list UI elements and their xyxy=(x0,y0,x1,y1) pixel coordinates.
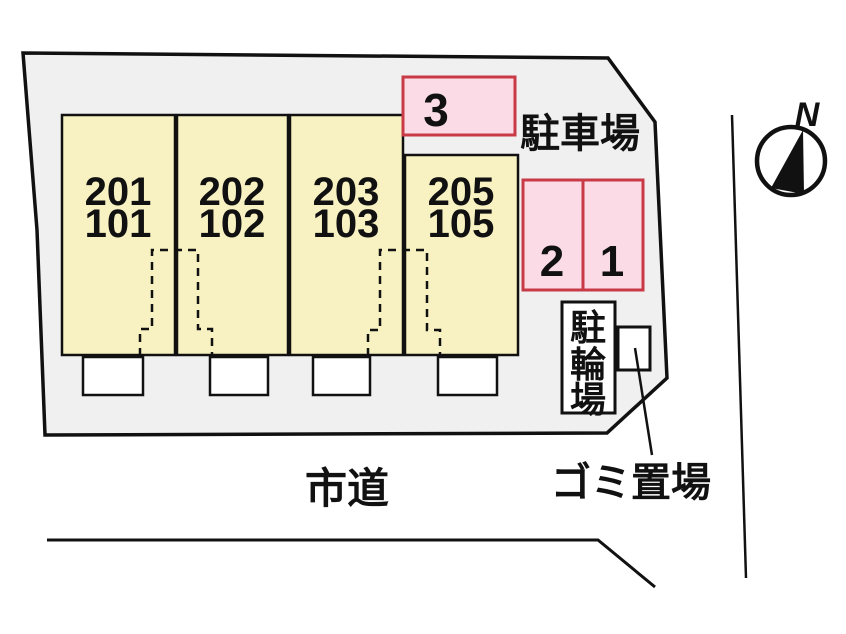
parking-space-3 xyxy=(401,75,517,137)
building-unit-203-103 xyxy=(288,113,405,357)
bicycle-parking-label-char-1: 駐 xyxy=(570,307,606,348)
garbage-area-label: ゴミ置場 xyxy=(551,460,711,505)
building-unit-1-lower-label: 101 xyxy=(85,202,152,246)
entrance-porch-1 xyxy=(81,355,145,397)
road-edge-line-right xyxy=(730,114,748,579)
north-label: N xyxy=(795,96,821,134)
building-unit-4-upper-label: 205 xyxy=(428,170,495,214)
building-unit-205-105 xyxy=(403,153,520,357)
bicycle-parking-box xyxy=(560,300,617,415)
entrance-porch-3 xyxy=(311,355,372,397)
entrance-porch-2 xyxy=(208,355,270,397)
bicycle-parking-label-char-2: 輪 xyxy=(570,344,606,385)
road-edge-line-bottom xyxy=(47,538,656,589)
parking-space-3-label: 3 xyxy=(423,84,449,136)
compass-needle xyxy=(771,130,804,194)
building-unit-202-102 xyxy=(175,113,290,357)
bicycle-parking-label-char-3: 場 xyxy=(570,379,606,420)
building-unit-1-upper-label: 201 xyxy=(85,170,152,214)
building-unit-4-lower-label: 105 xyxy=(428,202,495,246)
north-compass-icon: N xyxy=(754,96,828,198)
parking-space-2-label: 2 xyxy=(540,237,564,286)
building-unit-2-lower-label: 102 xyxy=(199,202,266,246)
stair-outline-dashed-2 xyxy=(366,248,442,356)
building-unit-3-upper-label: 203 xyxy=(313,170,380,214)
garbage-leader-line xyxy=(633,347,654,456)
building-unit-2-upper-label: 202 xyxy=(199,170,266,214)
parking-area-label: 駐車場 xyxy=(520,112,640,156)
building-unit-3-lower-label: 103 xyxy=(313,202,380,246)
parking-space-1-label: 1 xyxy=(600,237,624,286)
building-unit-201-101 xyxy=(60,113,177,357)
entrance-porch-4 xyxy=(436,355,499,397)
stair-outline-dashed-1 xyxy=(138,248,214,356)
city-road-label: 市道 xyxy=(305,465,389,512)
